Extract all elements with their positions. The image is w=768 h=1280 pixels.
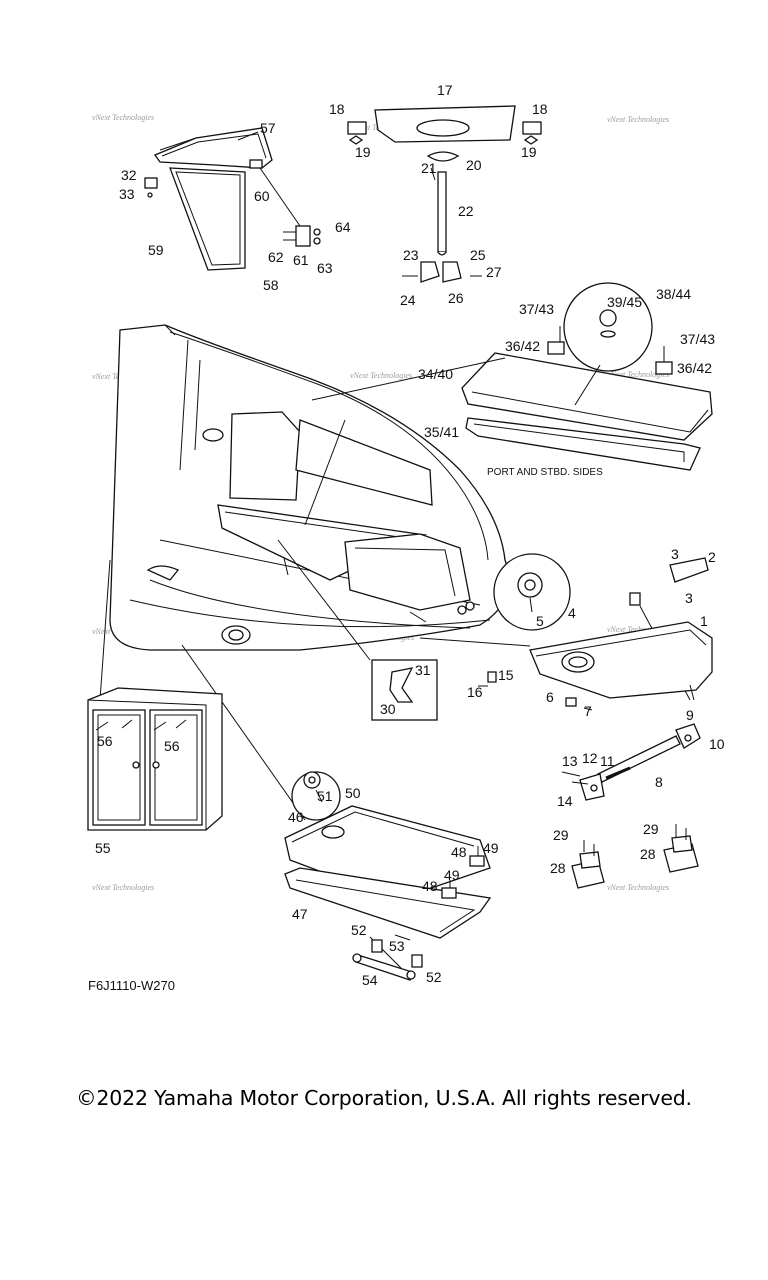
callout-52: 52: [426, 969, 442, 985]
callout-11: 11: [600, 753, 615, 769]
gas-damper: [561, 723, 701, 801]
callout-60: 60: [254, 188, 270, 204]
callout-19: 19: [355, 144, 371, 160]
callout-46: 46: [288, 809, 304, 825]
callout-56: 56: [164, 738, 180, 754]
callout-53: 53: [389, 938, 405, 954]
callout-28: 28: [550, 860, 566, 876]
callout-62: 62: [268, 249, 284, 265]
callout-4: 4: [568, 605, 576, 621]
watermark: vNext Technologies: [92, 883, 154, 892]
callout-18: 18: [532, 101, 548, 117]
callout-14: 14: [557, 793, 573, 809]
callout-35-41: 35/41: [424, 424, 459, 440]
callout-54: 54: [362, 972, 378, 988]
hatch-cover-assembly: [347, 105, 542, 283]
callout-48: 48: [422, 878, 438, 894]
callout-10: 10: [709, 736, 725, 752]
callout-55: 55: [95, 840, 111, 856]
callout-12: 12: [582, 750, 598, 766]
side-note: PORT AND STBD. SIDES: [487, 467, 603, 478]
watermark: vNext Technologies: [607, 883, 669, 892]
callout-3: 3: [671, 546, 679, 562]
callout-16: 16: [467, 684, 483, 700]
seat-lid-assembly: [461, 282, 713, 471]
callout-33: 33: [119, 186, 135, 202]
callout-63: 63: [317, 260, 333, 276]
callout-29: 29: [643, 821, 659, 837]
callout-7: 7: [584, 703, 592, 719]
storage-lid-assembly: [144, 127, 321, 271]
callout-23: 23: [403, 247, 419, 263]
callout-31: 31: [415, 662, 431, 678]
callout-1: 1: [700, 613, 708, 629]
callout-17: 17: [437, 82, 453, 98]
watermark: vNext Technologies: [607, 625, 669, 634]
callout-48: 48: [451, 844, 467, 860]
callout-6: 6: [546, 689, 554, 705]
hull-body: [109, 324, 510, 651]
watermark: vNext Technologies: [607, 370, 669, 379]
latch-box: [371, 659, 438, 721]
callout-38-44: 38/44: [656, 286, 691, 302]
callout-24: 24: [400, 292, 416, 308]
callout-36-42: 36/42: [505, 338, 540, 354]
callout-51: 51: [317, 788, 333, 804]
callout-49: 49: [483, 840, 499, 856]
callout-34-40: 34/40: [418, 366, 453, 382]
access-door: [87, 687, 223, 831]
callout-21: 21: [421, 160, 437, 176]
callout-26: 26: [448, 290, 464, 306]
drawing-code: F6J1110-W270: [88, 978, 175, 993]
callout-19: 19: [521, 144, 537, 160]
callout-9: 9: [686, 707, 694, 723]
callout-29: 29: [553, 827, 569, 843]
callout-57: 57: [260, 120, 276, 136]
callout-30: 30: [380, 701, 396, 717]
callout-47: 47: [292, 906, 308, 922]
callout-49: 49: [444, 867, 460, 883]
small-hardware: [478, 671, 497, 687]
hinge-left: [571, 840, 605, 889]
callout-27: 27: [486, 264, 502, 280]
callout-59: 59: [148, 242, 164, 258]
callout-2: 2: [708, 549, 716, 565]
callout-58: 58: [263, 277, 279, 293]
callout-25: 25: [470, 247, 486, 263]
callout-18: 18: [329, 101, 345, 117]
callout-22: 22: [458, 203, 474, 219]
callout-39-45: 39/45: [607, 294, 642, 310]
callout-20: 20: [466, 157, 482, 173]
callout-52: 52: [351, 922, 367, 938]
callout-36-42: 36/42: [677, 360, 712, 376]
callout-15: 15: [498, 667, 514, 683]
hinge-right: [663, 824, 699, 873]
callout-5: 5: [536, 613, 544, 629]
callout-32: 32: [121, 167, 137, 183]
copyright-notice: ©2022 Yamaha Motor Corporation, U.S.A. A…: [76, 1086, 692, 1110]
watermark: vNext Technologies: [607, 115, 669, 124]
callout-56: 56: [97, 733, 113, 749]
callout-37-43: 37/43: [680, 331, 715, 347]
callout-8: 8: [655, 774, 663, 790]
bottom-lid-assembly: [284, 771, 492, 981]
callout-3: 3: [685, 590, 693, 606]
callout-labels: 1 2 3 3 4 5 6 7 8 9 10 11 12 13 14 15 16…: [95, 82, 725, 988]
callout-50: 50: [345, 785, 361, 801]
watermark: vNext Technologies: [92, 113, 154, 122]
watermark: vNext Technologies: [350, 371, 412, 380]
callout-64: 64: [335, 219, 351, 235]
callout-28: 28: [640, 846, 656, 862]
callout-61: 61: [293, 252, 309, 268]
callout-13: 13: [562, 753, 578, 769]
glovebox-lid-assembly: [493, 553, 713, 711]
callout-37-43: 37/43: [519, 301, 554, 317]
